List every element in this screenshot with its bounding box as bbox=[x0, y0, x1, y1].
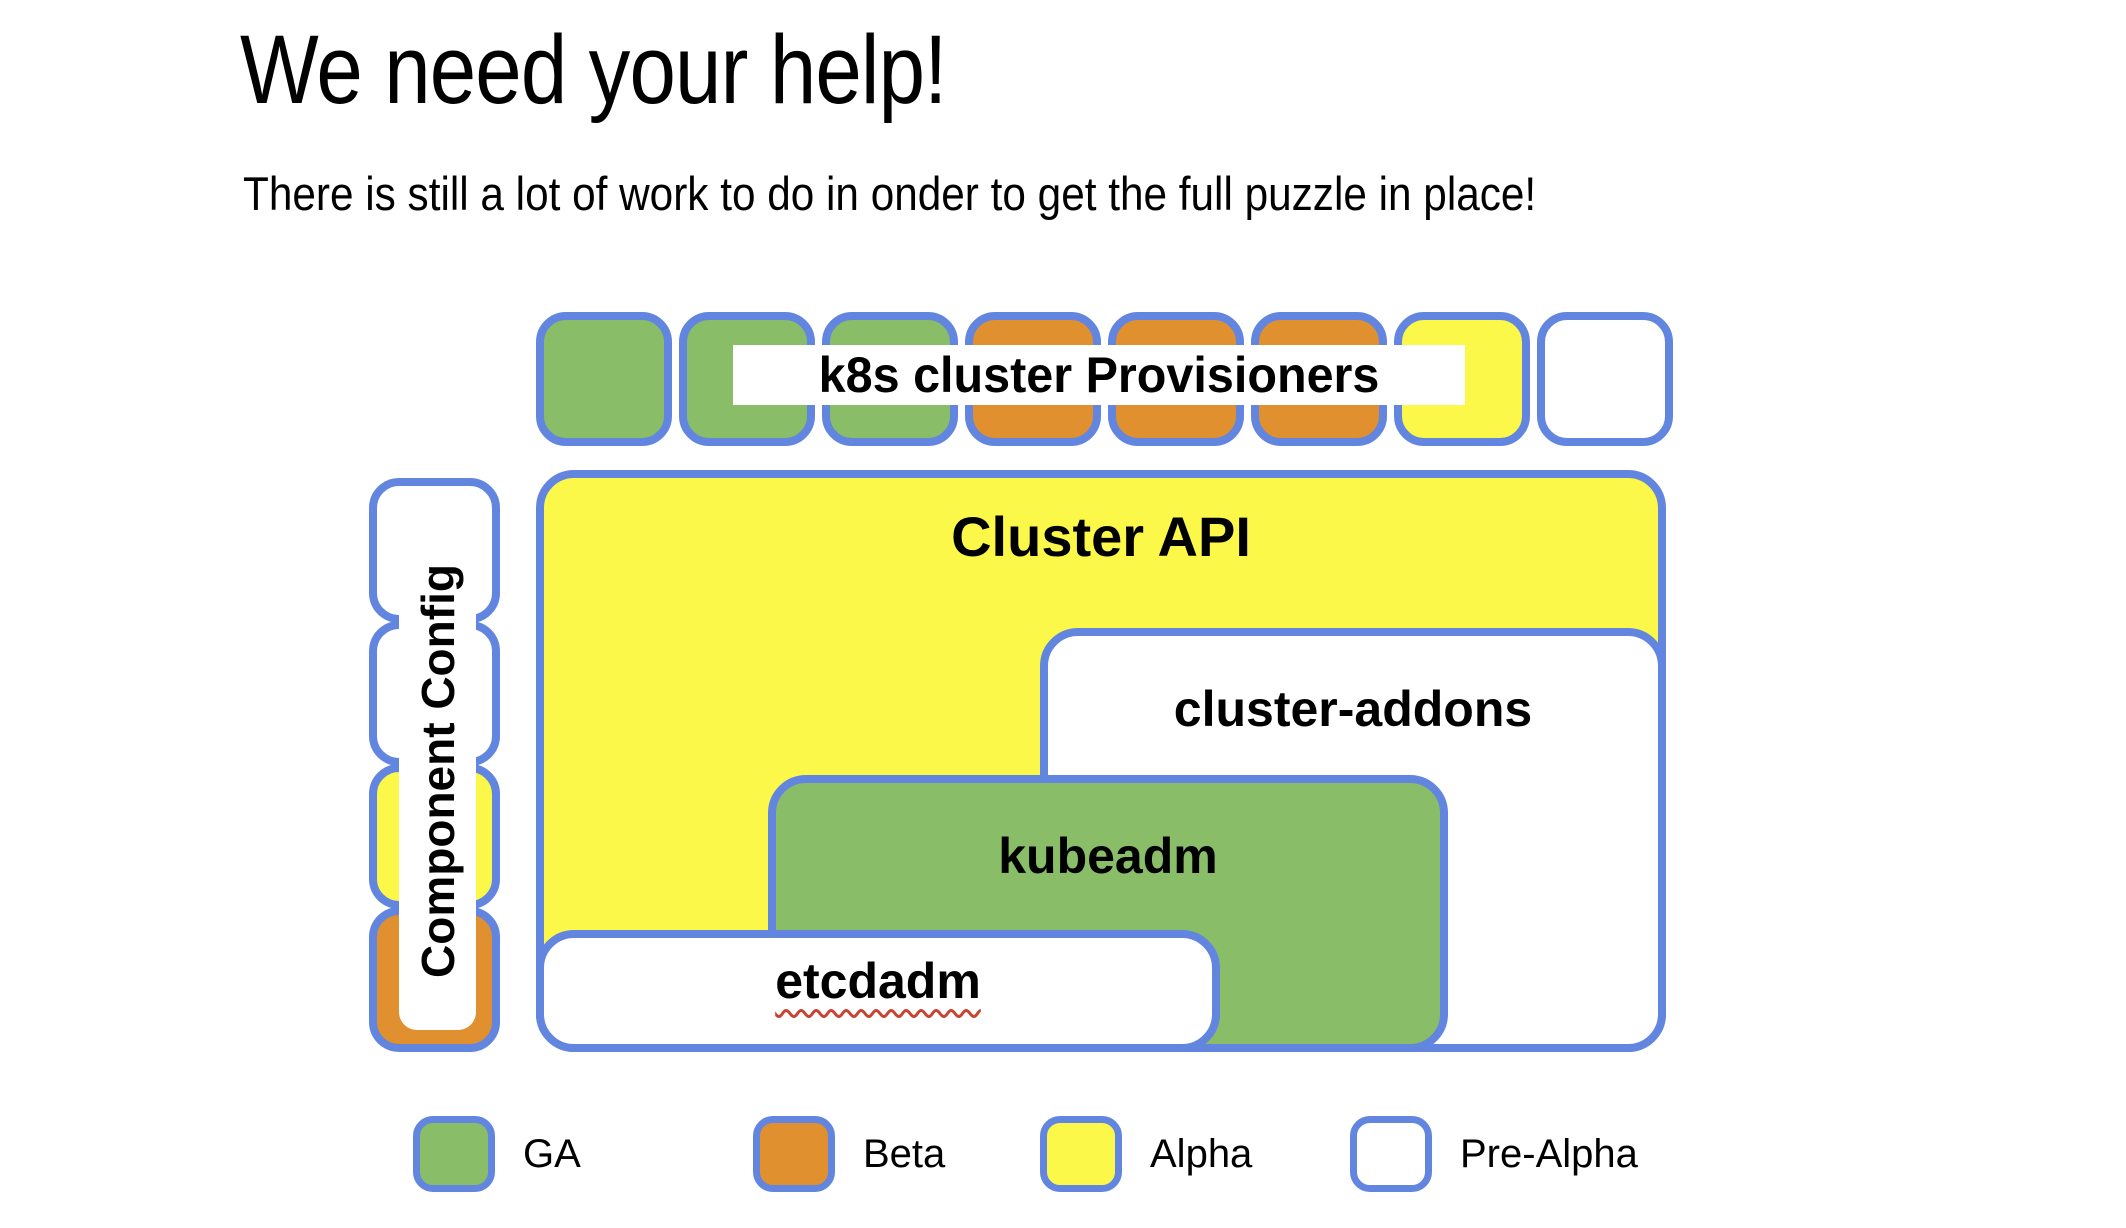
legend-label: Alpha bbox=[1150, 1131, 1253, 1176]
etcdadm-label: etcdadm bbox=[544, 938, 1212, 1010]
legend-swatch-prealpha bbox=[1350, 1116, 1432, 1192]
kubeadm-label: kubeadm bbox=[998, 828, 1218, 884]
component-config-banner: Component Config bbox=[399, 512, 476, 1030]
page-subtitle: There is still a lot of work to do in on… bbox=[243, 167, 1537, 220]
legend-label: Beta bbox=[863, 1131, 946, 1176]
legend-swatch-ga bbox=[413, 1116, 495, 1192]
legend-label: GA bbox=[523, 1131, 581, 1176]
legend-item-ga: GA bbox=[413, 1116, 581, 1192]
provisioners-square-ga bbox=[536, 312, 672, 446]
legend-item-pre-alpha: Pre-Alpha bbox=[1350, 1116, 1638, 1192]
etcdadm-box: etcdadm bbox=[536, 930, 1220, 1052]
provisioners-label: k8s cluster Provisioners bbox=[818, 347, 1380, 403]
legend-swatch-beta bbox=[753, 1116, 835, 1192]
legend-item-alpha: Alpha bbox=[1040, 1116, 1252, 1192]
legend-item-beta: Beta bbox=[753, 1116, 945, 1192]
cluster-api-label: Cluster API bbox=[951, 505, 1251, 568]
page-title: We need your help! bbox=[240, 15, 947, 124]
legend-swatch-alpha bbox=[1040, 1116, 1122, 1192]
component-config-label: Component Config bbox=[411, 564, 464, 978]
provisioners-banner: k8s cluster Provisioners bbox=[733, 345, 1465, 405]
cluster-addons-label: cluster-addons bbox=[1173, 681, 1533, 737]
etcdadm-label-text: etcdadm bbox=[775, 953, 981, 1009]
legend-label: Pre-Alpha bbox=[1460, 1131, 1638, 1176]
provisioners-square-prealpha bbox=[1537, 312, 1673, 446]
